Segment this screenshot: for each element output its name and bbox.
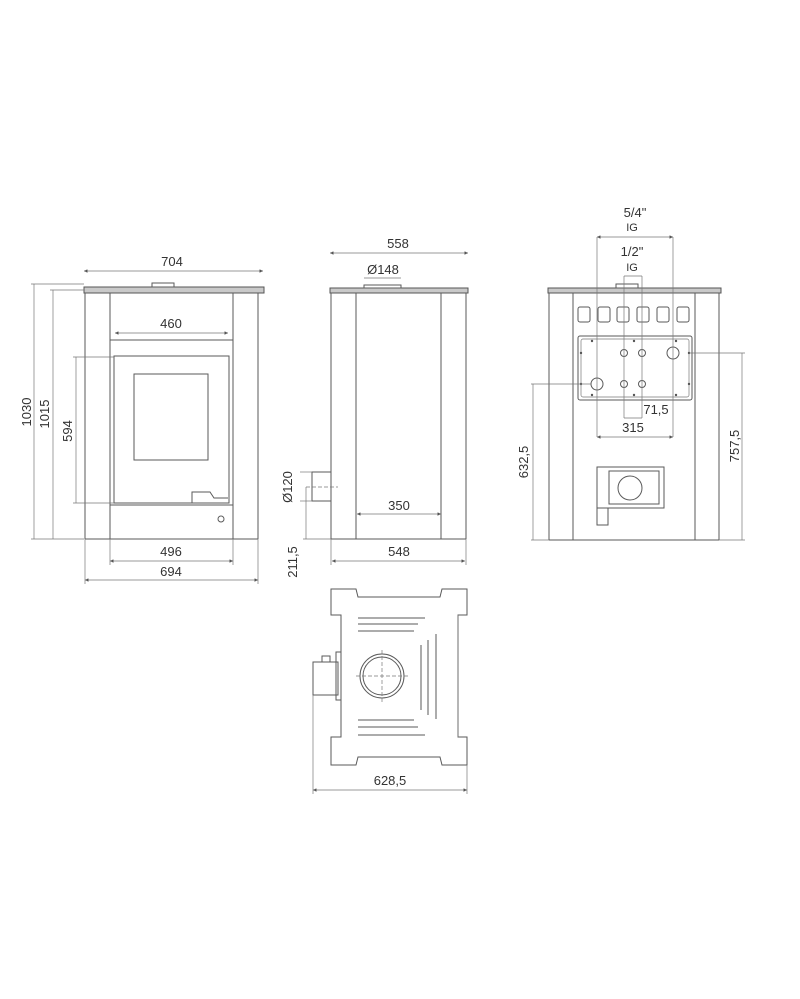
flue-collar bbox=[363, 284, 402, 289]
front-view: 704 460 594 1015 1030 496 694 bbox=[19, 254, 265, 584]
base-outline bbox=[330, 588, 468, 766]
top-plate bbox=[83, 286, 265, 294]
top-plate bbox=[329, 287, 469, 294]
air-inlet-pipe bbox=[311, 471, 332, 502]
dim-small-spacing: 71,5 bbox=[643, 402, 668, 417]
side-view: 558 Ø148 Ø120 211,5 350 548 bbox=[280, 236, 469, 578]
dim-base-width: 694 bbox=[160, 564, 182, 579]
air-channels bbox=[358, 617, 437, 736]
label-connection-small-thread: IG bbox=[626, 262, 638, 274]
door-window bbox=[133, 373, 209, 461]
dim-lower-connection-height: 632,5 bbox=[516, 446, 531, 479]
dim-overall-depth: 628,5 bbox=[374, 773, 407, 788]
dim-height-total: 1030 bbox=[19, 398, 34, 427]
label-connection-large: 5/4" bbox=[624, 205, 647, 220]
dim-inner-depth: 350 bbox=[388, 498, 410, 513]
control-knob bbox=[217, 515, 225, 523]
dim-width-top: 704 bbox=[161, 254, 183, 269]
cleaning-door bbox=[596, 466, 665, 509]
top-plate bbox=[547, 287, 722, 294]
dim-door-width: 460 bbox=[160, 316, 182, 331]
dim-depth-top: 558 bbox=[387, 236, 409, 251]
bottom-view: 628,5 bbox=[312, 588, 468, 794]
door-handle bbox=[191, 491, 228, 503]
dim-height-body: 1015 bbox=[37, 400, 52, 429]
dim-air-inlet-diameter: Ø120 bbox=[280, 471, 295, 503]
air-inlet-pipe bbox=[312, 661, 339, 696]
vent-slots bbox=[577, 306, 690, 323]
dim-upper-connection-height: 757,5 bbox=[727, 430, 742, 463]
dim-large-spacing: 315 bbox=[622, 420, 644, 435]
connection-plate bbox=[577, 335, 693, 401]
fire-door bbox=[113, 355, 230, 504]
dim-door-height: 594 bbox=[60, 420, 75, 442]
dim-base-depth: 548 bbox=[388, 544, 410, 559]
dim-base-inner-width: 496 bbox=[160, 544, 182, 559]
dim-air-inlet-height: 211,5 bbox=[285, 546, 300, 578]
dim-flue-diameter: Ø148 bbox=[367, 262, 399, 277]
back-view: 5/4" IG 1/2" IG 71,5 315 632,5 757,5 bbox=[516, 205, 745, 541]
label-connection-large-thread: IG bbox=[626, 222, 638, 234]
label-connection-small: 1/2" bbox=[621, 244, 644, 259]
